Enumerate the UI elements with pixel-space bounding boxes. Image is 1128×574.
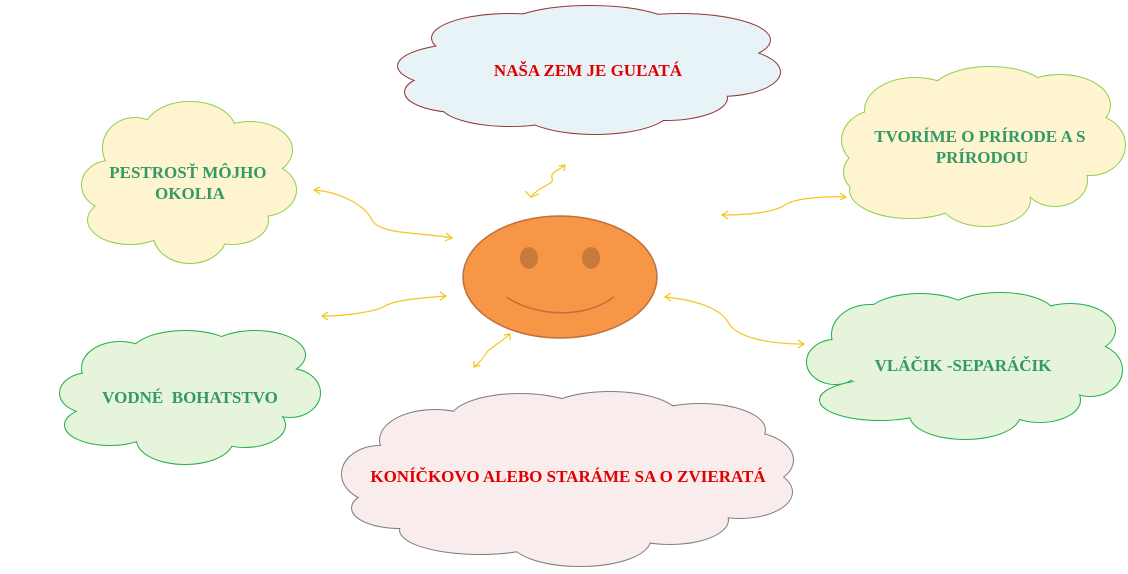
arrow-to-top-right <box>721 196 847 216</box>
arrowhead <box>663 292 672 302</box>
smile-mouth <box>505 296 615 314</box>
cloud-bottom-left-shape <box>59 330 321 465</box>
cloud-bottom-right-shape <box>806 292 1123 440</box>
cloud-bottom-right-label: VLÁČIK -SEPARÁČIK <box>875 356 1053 375</box>
smiley-face-shape <box>462 215 658 339</box>
arrowhead <box>797 339 806 349</box>
arrowhead <box>444 232 454 242</box>
cloud-top-right[interactable]: TVORÍME O PRÍRODE A S PRÍRODOU <box>841 66 1126 227</box>
arrowhead <box>524 190 540 198</box>
cloud-bottom-left[interactable]: VODNÉ BOHATSTVO <box>59 330 321 465</box>
arrowhead <box>558 164 566 172</box>
arrowhead <box>320 311 329 321</box>
left-eye <box>520 247 538 269</box>
smiley-face[interactable] <box>462 215 658 339</box>
arrowhead <box>503 333 511 340</box>
arrow-to-top <box>530 164 566 198</box>
arrowhead <box>312 186 321 195</box>
cloud-bottom[interactable]: KONÍČKOVO ALEBO STARÁME SA O ZVIERATÁ <box>341 391 794 567</box>
cloud-bottom-left-label: VODNÉ BOHATSTVO <box>102 388 278 407</box>
connector-arrows <box>312 164 848 368</box>
arrow-to-bottom-right <box>664 296 805 345</box>
cloud-top-right-shape <box>841 66 1126 227</box>
cloud-top-right-label: TVORÍME O PRÍRODE A S PRÍRODOU <box>874 127 1090 167</box>
cloud-top-left[interactable]: PESTROSŤ MÔJHO OKOLIA <box>81 101 297 264</box>
arrow-to-bottom-left <box>321 295 447 317</box>
arrow-to-top-left <box>313 189 453 239</box>
arrow-to-bottom <box>473 333 511 368</box>
arrowhead <box>439 291 448 301</box>
cloud-top-label: NAŠA ZEM JE GUĽATÁ <box>494 61 683 80</box>
arrowhead <box>839 192 848 201</box>
cloud-bottom-label: KONÍČKOVO ALEBO STARÁME SA O ZVIERATÁ <box>370 467 766 486</box>
cloud-top[interactable]: NAŠA ZEM JE GUĽATÁ <box>397 5 781 135</box>
cloud-top-shape <box>397 5 781 135</box>
cloud-bottom-right[interactable]: VLÁČIK -SEPARÁČIK <box>806 292 1123 440</box>
cloud-bottom-shape <box>341 391 794 567</box>
cloud-top-left-shape <box>81 101 297 264</box>
cloud-top-left-label: PESTROSŤ MÔJHO OKOLIA <box>109 163 271 203</box>
arrowhead <box>720 210 729 220</box>
right-eye <box>582 247 600 269</box>
arrowhead <box>473 361 481 368</box>
